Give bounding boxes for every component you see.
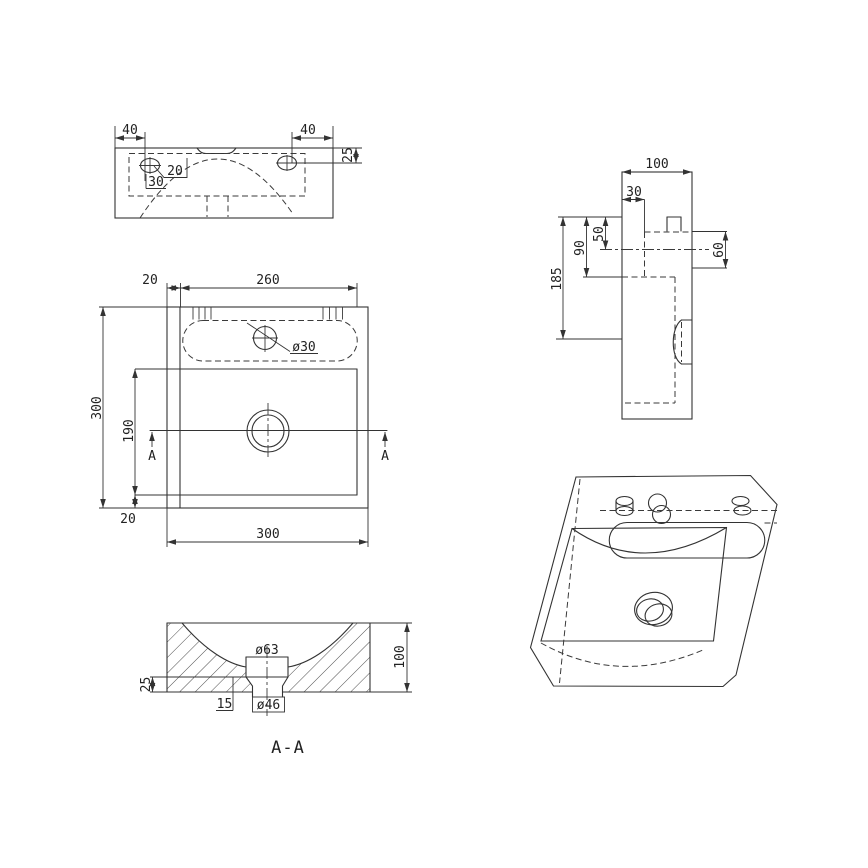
top-view: 40 40 25 20 30 [114, 123, 362, 219]
dim-25-base: 25 [139, 677, 154, 693]
iso-overflow-channel [608, 521, 766, 559]
section-dimensions: ø63 ø46 25 15 100 [139, 622, 412, 713]
bowl-profile-left [181, 622, 247, 668]
dim-30-recess: 30 [626, 185, 642, 200]
dim-20-top: 20 [142, 273, 158, 288]
section-marker-left: A [148, 449, 156, 464]
top-view-outline [114, 147, 334, 219]
hidden-bowl-arc [139, 158, 294, 219]
side-view-dimensions: 100 30 185 90 50 60 [550, 157, 729, 340]
plan-view: ø30 A A 20 260 300 [90, 273, 389, 547]
dim-60: 60 [712, 242, 727, 258]
section-marker-right: A [381, 449, 389, 464]
side-drain-outlet [672, 319, 693, 365]
side-view: 100 30 185 90 50 60 [550, 157, 729, 420]
isometric-view [529, 474, 778, 688]
dim-15: 15 [217, 697, 233, 712]
bowl-profile-right [287, 622, 354, 668]
dim-185: 185 [550, 267, 565, 290]
iso-basin-rim [540, 526, 728, 642]
dim-dia30: ø30 [292, 340, 315, 355]
dim-90: 90 [573, 240, 588, 256]
dim-190: 190 [122, 419, 137, 442]
side-outline [621, 171, 693, 420]
hidden-overflow-channel [182, 320, 358, 362]
top-view-dimensions: 40 40 25 20 30 [114, 123, 362, 190]
iso-hidden-edges [540, 478, 777, 684]
hidden-inner-rim [128, 153, 306, 197]
tap-hole-30: ø30 [246, 322, 318, 355]
section-material-right [282, 623, 370, 692]
dim-30-hole: 30 [148, 175, 164, 190]
deck-notch [196, 147, 237, 155]
dim-100-depth: 100 [645, 157, 668, 172]
dim-25-front: 25 [341, 147, 356, 163]
dim-20-hole: 20 [167, 164, 183, 179]
dim-100-height: 100 [393, 645, 408, 668]
dim-40-right: 40 [300, 123, 316, 138]
left-tap-hole [139, 157, 161, 174]
side-tap-hole [666, 216, 682, 232]
dim-20-bottom: 20 [120, 512, 136, 527]
iso-bowl-lip [571, 526, 728, 554]
dim-260: 260 [256, 273, 279, 288]
plan-view-dimensions: 20 260 300 190 20 300 [90, 273, 369, 547]
iso-drain [634, 591, 673, 627]
dim-50: 50 [592, 226, 607, 242]
section-material-left [167, 623, 253, 692]
section-label: A-A [271, 738, 305, 758]
dim-dia63: ø63 [255, 643, 278, 658]
overflow-slots [192, 307, 343, 320]
iso-tap-holes [615, 493, 752, 525]
section-view: ø63 ø46 25 15 100 A-A [139, 622, 412, 758]
section-line-AA: A A [148, 429, 389, 464]
dim-300-bottom: 300 [256, 527, 279, 542]
dim-dia46: ø46 [257, 698, 280, 713]
dim-300-left: 300 [90, 396, 105, 419]
dim-40-left: 40 [122, 123, 138, 138]
plan-outline [166, 306, 369, 509]
drain-section [245, 646, 289, 716]
iso-outline [529, 474, 778, 688]
